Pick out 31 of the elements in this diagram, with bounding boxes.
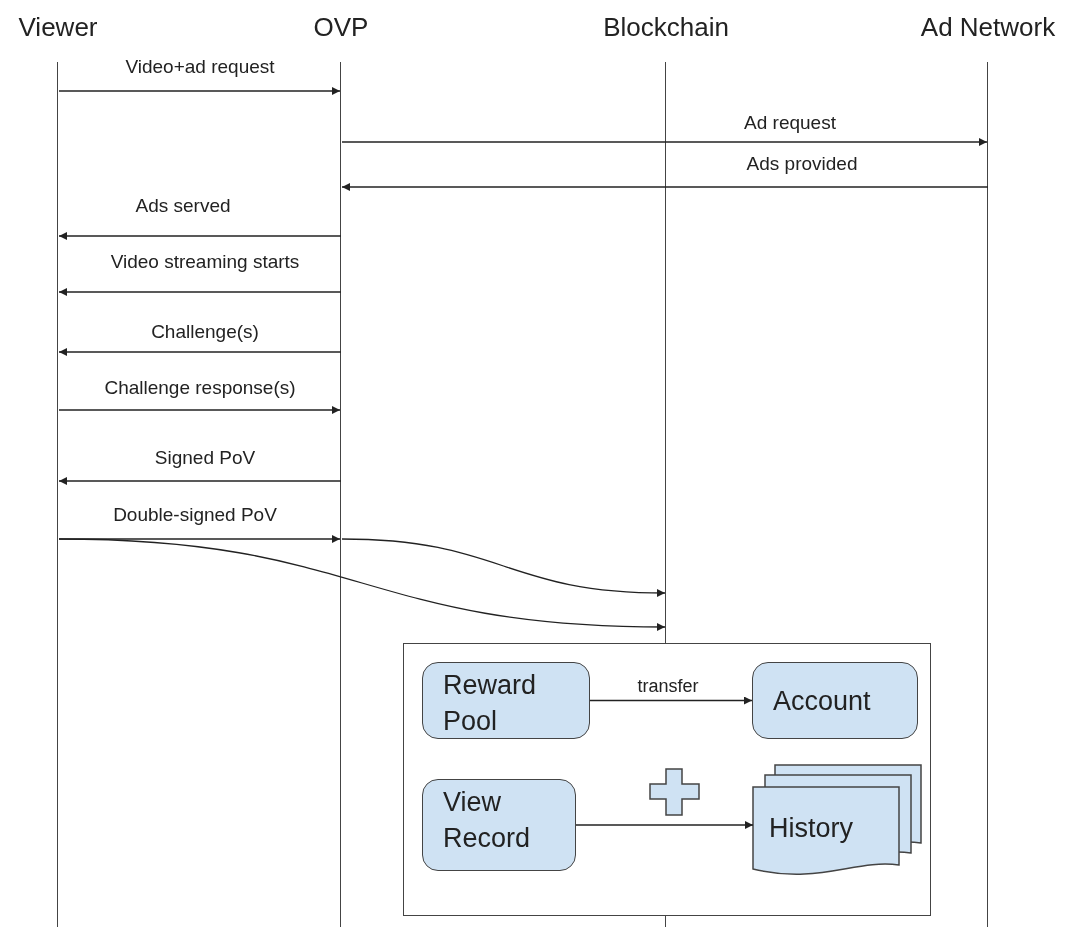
edge-label: Challenge(s)	[151, 321, 259, 343]
edge-label: Ad request	[744, 112, 836, 134]
arrow	[58, 406, 341, 414]
edge-label: Signed PoV	[154, 447, 256, 469]
participant-label: Ad Network	[920, 12, 1056, 42]
arrow	[58, 288, 342, 296]
document-label: History	[769, 813, 853, 844]
participant-label: Blockchain	[603, 12, 729, 42]
arrow	[58, 348, 342, 356]
arrow	[341, 538, 666, 597]
edge-label: Ads provided	[746, 153, 858, 175]
arrow	[341, 138, 988, 146]
rounded-box: View Record	[422, 779, 576, 871]
edge-label: Video+ad request	[125, 56, 275, 78]
arrow	[58, 477, 342, 485]
participant-label: OVP	[313, 12, 369, 42]
edge-label: Ads served	[135, 195, 231, 217]
rounded-box: Account	[752, 662, 918, 739]
edge-label: Challenge response(s)	[104, 377, 296, 399]
arrow	[341, 183, 989, 191]
participant-label: Viewer	[18, 12, 98, 42]
arrow	[58, 232, 342, 240]
frame-box	[403, 643, 931, 916]
edge-label: Video streaming starts	[110, 251, 300, 273]
arrow	[58, 87, 341, 95]
edge-label: transfer	[637, 675, 699, 697]
rounded-box: Reward Pool	[422, 662, 590, 739]
arrow	[575, 821, 754, 829]
edge-label: Double-signed PoV	[113, 504, 277, 526]
arrow	[58, 538, 666, 631]
arrow	[589, 696, 753, 705]
